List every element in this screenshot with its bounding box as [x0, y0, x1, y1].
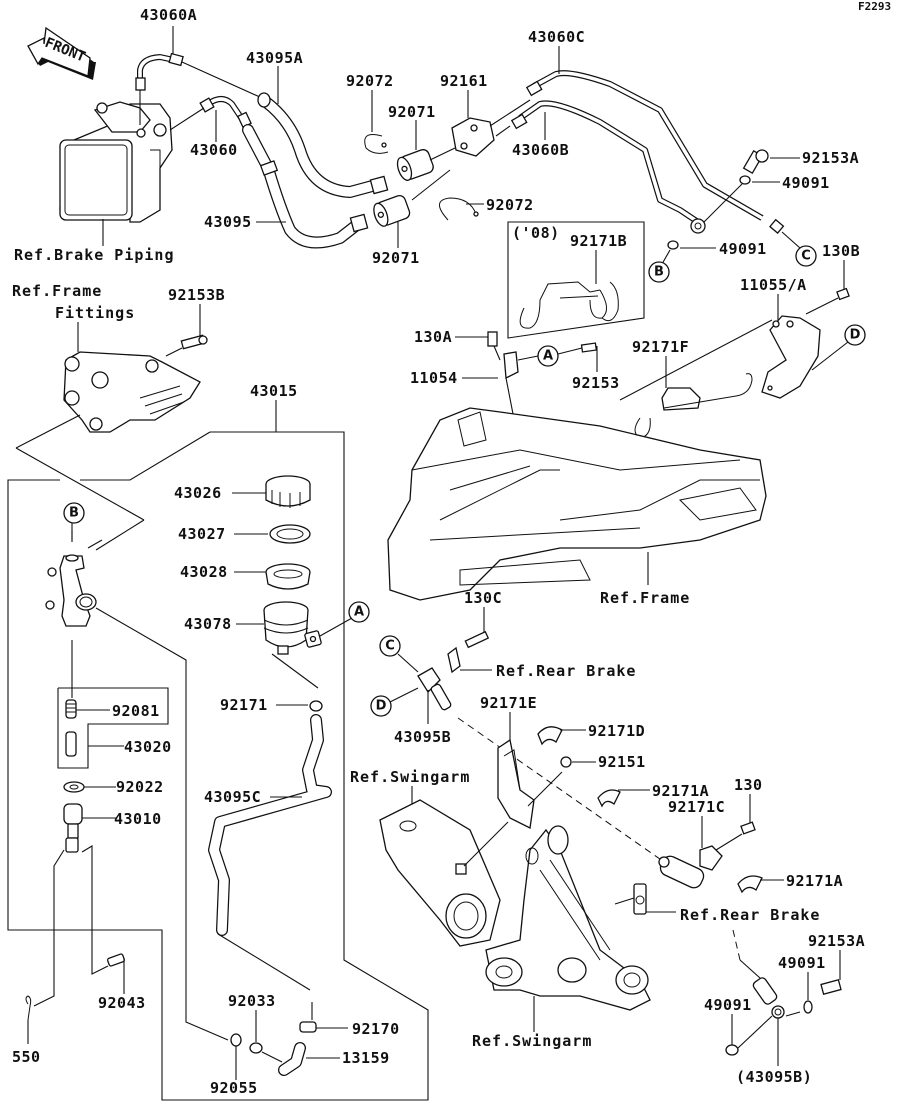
part-label-92171E: 92171E: [480, 694, 537, 712]
part-label-43027: 43027: [178, 525, 226, 543]
svg-text:C: C: [385, 639, 395, 654]
part-label-11055A: 11055/A: [740, 276, 807, 294]
part-label-130A: 130A: [414, 328, 452, 346]
part-label-92043: 92043: [98, 994, 146, 1012]
svg-text:A: A: [543, 349, 553, 364]
svg-text:D: D: [850, 328, 861, 343]
ref-rear-brake-top: Ref.Rear Brake: [496, 662, 636, 680]
part-label-92153A-top: 92153A: [802, 149, 859, 167]
part-label-92033: 92033: [228, 992, 276, 1010]
callout-A-left: [348, 601, 370, 623]
reservoir-cap: [265, 475, 311, 508]
part-label-43060A: 43060A: [140, 6, 197, 24]
part-label-43060C: 43060C: [528, 28, 585, 46]
part-label-49091-mid: 49091: [719, 240, 767, 258]
callout-A-top: [537, 345, 559, 367]
part-label-11054: 11054: [410, 369, 458, 387]
reservoir-body: [263, 601, 322, 655]
part-label-92072-mid: 92072: [486, 196, 534, 214]
part-label-130: 130: [734, 776, 763, 794]
callout-B-top: [648, 261, 670, 283]
part-label-92171D: 92171D: [588, 722, 645, 740]
part-label-43060B: 43060B: [512, 141, 569, 159]
part-label-92071-top: 92071: [388, 103, 436, 121]
callout-B-left: [63, 502, 85, 524]
part-label-92071-bottom: 92071: [372, 249, 420, 267]
part-label-43095A: 43095A: [246, 49, 303, 67]
callout-D-top: [844, 324, 866, 346]
rear-frame: [387, 407, 767, 601]
part-label-92171A-2: 92171A: [786, 872, 843, 890]
part-label-92072-top: 92072: [346, 72, 394, 90]
svg-text:B: B: [69, 506, 79, 521]
swingarm-linkage: [485, 825, 651, 1011]
ref-rear-brake-bottom: Ref.Rear Brake: [680, 906, 820, 924]
abs-hydraulic-unit: [59, 101, 173, 223]
ref-frame-fittings-line2: Fittings: [55, 304, 135, 322]
callout-C-mid: [379, 635, 401, 657]
svg-text:C: C: [801, 249, 811, 264]
swingarm-piece: [379, 799, 501, 947]
part-label-92171C: 92171C: [668, 798, 725, 816]
part-label-92022: 92022: [116, 778, 164, 796]
part-label-130C: 130C: [464, 589, 502, 607]
part-label-43095: 43095: [204, 213, 252, 231]
part-label-49091-bottom-right: 49091: [778, 954, 826, 972]
part-label-92171: 92171: [220, 696, 268, 714]
note-2008: ('08): [512, 224, 560, 242]
frame-fitting-bracket: [63, 351, 201, 433]
master-cylinder-body: [45, 554, 97, 627]
part-label-92153B: 92153B: [168, 286, 225, 304]
part-label-92081: 92081: [112, 702, 160, 720]
part-label-49091-bottom-left: 49091: [704, 996, 752, 1014]
part-label-92153A-bottom: 92153A: [808, 932, 865, 950]
part-label-92171A-1: 92171A: [652, 782, 709, 800]
part-label-92161: 92161: [440, 72, 488, 90]
figure-code: F2293: [858, 0, 891, 13]
part-label-43060: 43060: [190, 141, 238, 159]
part-label-43010: 43010: [114, 810, 162, 828]
part-label-92170: 92170: [352, 1020, 400, 1038]
callout-D-mid: [370, 695, 392, 717]
callout-C-top: [795, 245, 817, 267]
part-label-92153: 92153: [572, 374, 620, 392]
part-label-13159: 13159: [342, 1049, 390, 1067]
part-label-550: 550: [12, 1048, 41, 1066]
part-label-43095B-paren: (43095B): [736, 1068, 812, 1086]
part-label-92055: 92055: [210, 1079, 258, 1097]
part-label-43095B: 43095B: [394, 728, 451, 746]
part-label-92171B: 92171B: [570, 232, 627, 250]
part-label-49091-top: 49091: [782, 174, 830, 192]
part-label-43028: 43028: [180, 563, 228, 581]
ref-swingarm-top: Ref.Swingarm: [350, 768, 470, 786]
svg-text:D: D: [376, 699, 387, 714]
svg-text:B: B: [654, 265, 664, 280]
ref-frame: Ref.Frame: [600, 589, 690, 607]
part-label-130B: 130B: [822, 242, 860, 260]
ref-swingarm-bottom: Ref.Swingarm: [472, 1032, 592, 1050]
ref-brake-piping: Ref.Brake Piping: [14, 246, 175, 264]
brake-switch: [633, 855, 705, 915]
part-label-43095C: 43095C: [204, 788, 261, 806]
part-label-43015: 43015: [250, 382, 298, 400]
part-label-43026: 43026: [174, 484, 222, 502]
ref-frame-fittings-line1: Ref.Frame: [12, 282, 102, 300]
front-arrow-icon: FRONT: [27, 26, 96, 80]
part-label-43020: 43020: [124, 738, 172, 756]
part-label-43078: 43078: [184, 615, 232, 633]
part-label-92151: 92151: [598, 753, 646, 771]
svg-text:A: A: [354, 605, 364, 620]
part-label-92171F: 92171F: [632, 338, 689, 356]
